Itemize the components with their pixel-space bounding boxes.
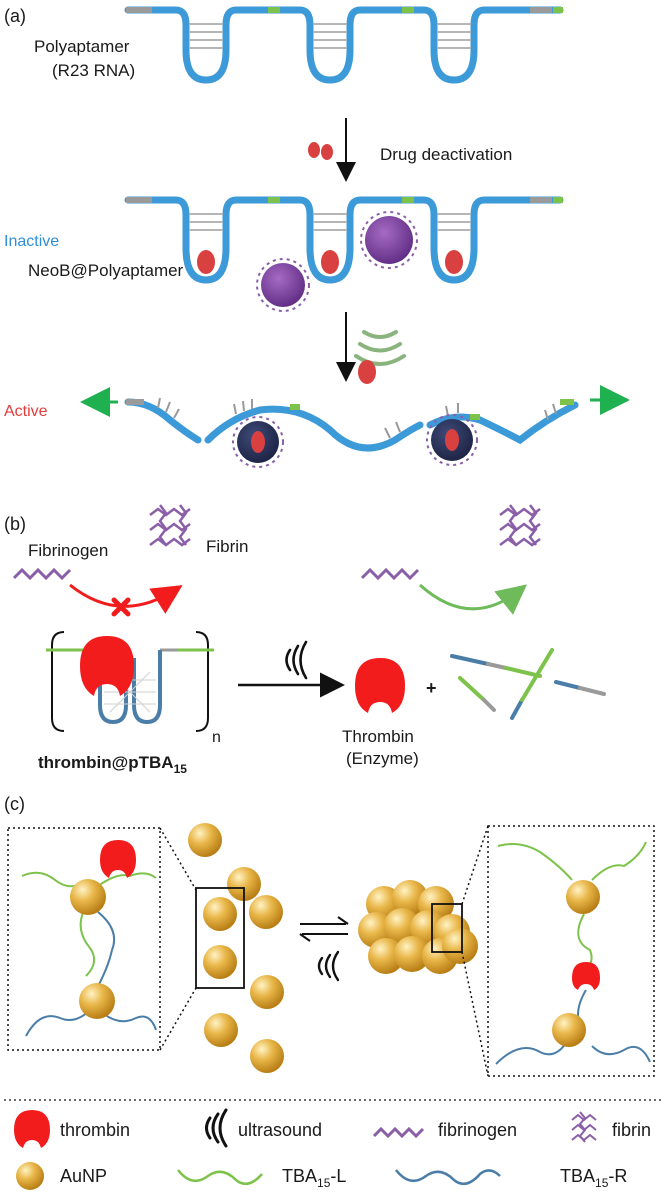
legend-aunp-label: AuNP (60, 1166, 107, 1186)
legend-ultrasound-icon (205, 1108, 228, 1148)
legend-fibrinogen-label: fibrinogen (438, 1120, 517, 1140)
inactive-label: Inactive (4, 233, 59, 250)
fibrin-label: Fibrin (206, 537, 249, 556)
thrombin-free-icon (355, 658, 405, 713)
neob-polyaptamer-label: NeoB@Polyaptamer (28, 261, 184, 280)
legend-tba-l-icon (177, 1169, 263, 1186)
drug-deactivation-label: Drug deactivation (380, 145, 512, 164)
complex-label: thrombin@pTBA15 (38, 753, 187, 776)
cleavage-arrow (418, 583, 528, 615)
legend: thrombin ultrasound fibrinogen fibrin Au… (14, 1108, 651, 1190)
polyaptamer-strand (124, 6, 564, 84)
left-zoom-box (7, 827, 161, 1051)
red-x-icon (111, 597, 131, 617)
legend-thrombin-label: thrombin (60, 1120, 130, 1140)
zoom-line-right-top (461, 825, 489, 905)
neob-particle-2 (256, 258, 310, 312)
legend-fibrin-label: fibrin (612, 1120, 651, 1140)
active-label: Active (4, 403, 48, 420)
equilibrium-arrows (299, 916, 349, 942)
enzyme-label: (Enzyme) (346, 749, 419, 768)
legend-fibrinogen-icon (372, 1126, 425, 1139)
fibrin-icon-right (499, 504, 541, 547)
neob-drug-complex-2 (426, 414, 478, 466)
thrombin-ptba-complex (46, 631, 214, 732)
panel-b-label: (b) (4, 514, 26, 534)
active-strand (124, 397, 579, 452)
panel-a-label: (a) (4, 6, 26, 26)
ultrasound-icon-c (317, 950, 340, 982)
plus-sign: + (426, 678, 437, 698)
fibrin-icon (149, 504, 191, 547)
repeat-n-label: n (212, 729, 221, 746)
ultrasound-icon (354, 330, 406, 366)
drug-molecules (308, 142, 333, 160)
polyaptamer-sublabel: (R23 RNA) (52, 61, 135, 80)
zoom-line-left-top (159, 827, 197, 891)
neob-drug-complex-1 (232, 416, 284, 468)
fibrinogen-icon-right (360, 567, 420, 581)
legend-ultrasound-label: ultrasound (238, 1120, 322, 1140)
zoom-line-right-bottom (461, 951, 489, 1077)
fibrinogen-icon (12, 567, 72, 581)
legend-tba-l-label: TBA15-L (282, 1166, 346, 1190)
aggregated-aunps (358, 880, 478, 974)
inactive-strand (124, 196, 564, 284)
neob-particle-1 (360, 211, 418, 269)
thrombin-icon (80, 636, 134, 696)
polyaptamer-label: Polyaptamer (34, 37, 130, 56)
legend-thrombin-icon (14, 1110, 50, 1148)
zoom-line-left-bottom (159, 987, 197, 1051)
legend-tba-r-icon (395, 1169, 501, 1186)
ultrasound-icon-b (285, 640, 308, 680)
legend-tba-r-label: TBA15-R (560, 1166, 627, 1190)
fibrinogen-label: Fibrinogen (28, 541, 108, 560)
released-strands (450, 648, 606, 720)
dispersed-aunps (188, 823, 284, 1073)
legend-fibrin-icon (571, 1111, 597, 1143)
legend-aunp-icon (16, 1162, 44, 1190)
released-drug (358, 360, 376, 384)
thrombin-label: Thrombin (342, 727, 414, 746)
right-zoom-box (487, 825, 655, 1077)
panel-c-label: (c) (4, 794, 25, 814)
